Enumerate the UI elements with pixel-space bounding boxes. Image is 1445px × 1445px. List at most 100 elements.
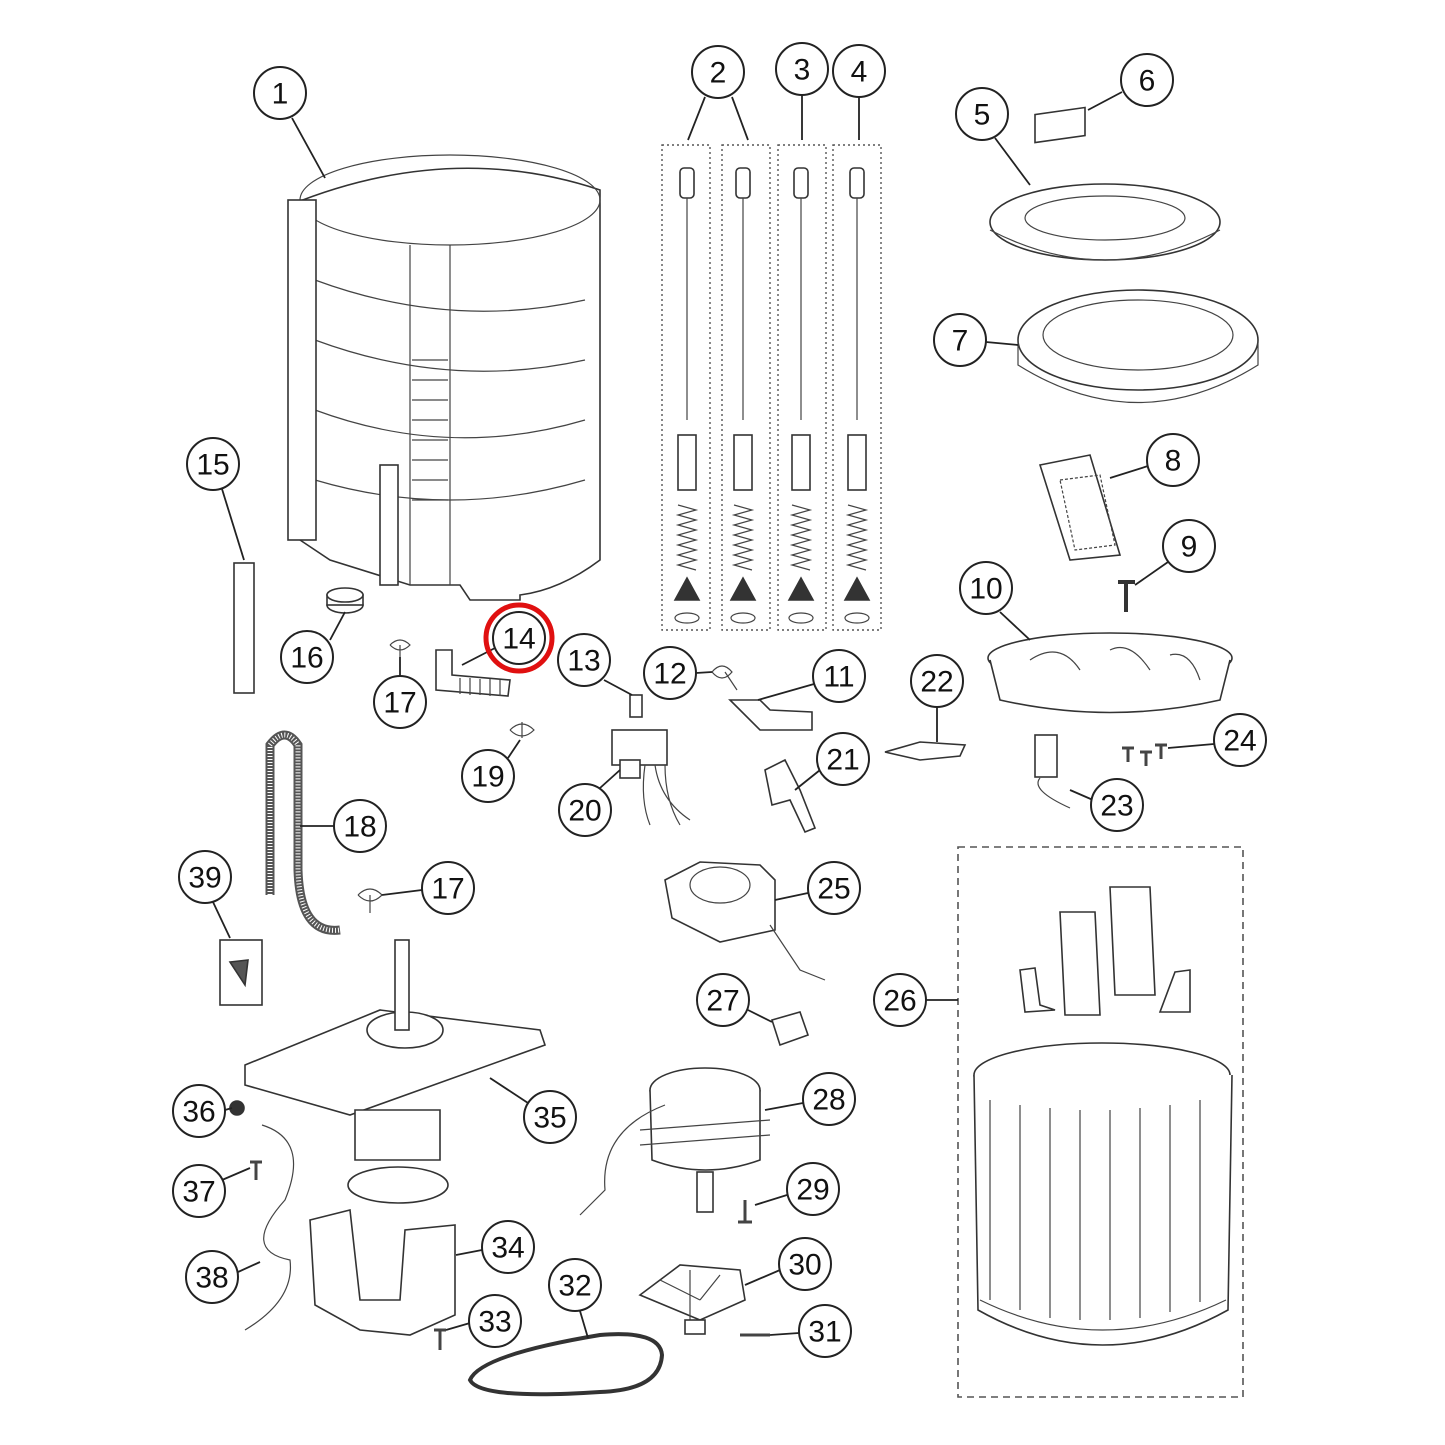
air-tube-part (233, 562, 255, 694)
bracket-part-11 (728, 699, 813, 731)
callout-number: 17 (431, 873, 464, 906)
callout-4: 4 (832, 44, 886, 140)
callout-circle (461, 749, 515, 803)
callout-38: 38 (185, 1250, 261, 1304)
callout-number: 28 (812, 1084, 845, 1117)
callout-number: 1 (272, 78, 289, 111)
callout-number: 23 (1100, 790, 1133, 823)
drain-hose-part (265, 730, 341, 935)
callout-13: 13 (557, 633, 633, 696)
callout-21: 21 (794, 732, 870, 791)
leader-line (769, 1332, 800, 1336)
leader-line (237, 1261, 261, 1273)
callout-circle (933, 313, 987, 367)
callout-circle (558, 783, 612, 837)
callout-circle (186, 437, 240, 491)
leader-line (985, 341, 1019, 346)
callout-number: 36 (182, 1096, 215, 1129)
callout-circle (1120, 53, 1174, 107)
callout-6: 6 (1087, 53, 1174, 111)
callout-number: 22 (920, 666, 953, 699)
motor-bracket-part (309, 1209, 456, 1336)
callout-circle (557, 633, 611, 687)
callout-circle (643, 646, 697, 700)
callout-22: 22 (910, 654, 964, 742)
callout-circle (696, 973, 750, 1027)
callout-28: 28 (764, 1072, 856, 1126)
hose-clamp-part (389, 639, 411, 657)
callout-circle (481, 1220, 535, 1274)
callout-5: 5 (955, 87, 1031, 186)
callout-19: 19 (461, 739, 521, 803)
suspension-rods-part (661, 144, 882, 631)
fan-part (638, 1264, 746, 1335)
connector-part-13 (629, 694, 643, 718)
leader-line (212, 901, 231, 939)
callout-17: 17 (381, 861, 475, 915)
leader-line (764, 1102, 804, 1111)
callout-number: 13 (567, 645, 600, 678)
callout-number: 31 (808, 1316, 841, 1349)
callout-9: 9 (1134, 519, 1216, 586)
leader-line (507, 739, 521, 759)
drain-valve-part (611, 729, 691, 826)
balance-ring-part (1017, 289, 1259, 403)
outer-tub-part (287, 154, 601, 601)
callout-circle (1162, 519, 1216, 573)
callout-26: 26 (873, 973, 958, 1027)
callout-number: 17 (383, 687, 416, 720)
callout-23: 23 (1069, 778, 1144, 832)
transmission-part (244, 939, 547, 1204)
leader-line (1109, 465, 1149, 479)
callout-number: 7 (952, 325, 969, 358)
callout-circle (253, 66, 307, 120)
leader-line (329, 611, 346, 641)
callout-17: 17 (373, 657, 427, 729)
callout-circle (955, 87, 1009, 141)
pulsator-part (987, 632, 1233, 714)
callout-11: 11 (757, 649, 866, 703)
callout-circle (280, 630, 334, 684)
callout-number: 38 (195, 1262, 228, 1295)
callout-circle (778, 1237, 832, 1291)
callout-circle (786, 1162, 840, 1216)
callout-36: 36 (172, 1084, 233, 1138)
bolt-part-29 (738, 1200, 752, 1224)
callout-number: 3 (794, 54, 811, 87)
callout-number: 4 (851, 56, 868, 89)
leader-line (747, 1009, 773, 1023)
leader-line (1087, 91, 1123, 111)
callout-16: 16 (280, 611, 346, 684)
callout-number: 8 (1165, 445, 1182, 478)
callout-circle (802, 1072, 856, 1126)
callout-8: 8 (1109, 433, 1200, 487)
callout-circle (421, 861, 475, 915)
callout-circle (910, 654, 964, 708)
leader-line (999, 611, 1031, 641)
callout-number: 26 (883, 985, 916, 1018)
drain-motor-part (664, 861, 826, 981)
callout-1: 1 (253, 66, 326, 179)
callout-number: 5 (974, 99, 991, 132)
callout-14: 14 (461, 602, 555, 674)
drain-elbow-part (435, 649, 511, 697)
callout-circle (775, 42, 829, 96)
callout-number: 32 (558, 1270, 591, 1303)
callout-12: 12 (643, 646, 713, 700)
screw-part (1118, 580, 1135, 612)
callout-number: 33 (478, 1306, 511, 1339)
callout-number: 14 (502, 623, 535, 656)
bracket-part-21 (764, 758, 817, 834)
leader-line (599, 769, 621, 789)
callout-10: 10 (959, 561, 1031, 641)
nut-part-36 (229, 1100, 245, 1116)
sensor-part-23 (1034, 734, 1058, 778)
leader-line (224, 1107, 233, 1111)
callout-number: 9 (1181, 531, 1198, 564)
callout-circle (816, 732, 870, 786)
callout-circle (548, 1258, 602, 1312)
callout-number: 19 (471, 761, 504, 794)
callout-7: 7 (933, 313, 1019, 367)
callout-circle (798, 1304, 852, 1358)
callout-18: 18 (300, 799, 387, 853)
